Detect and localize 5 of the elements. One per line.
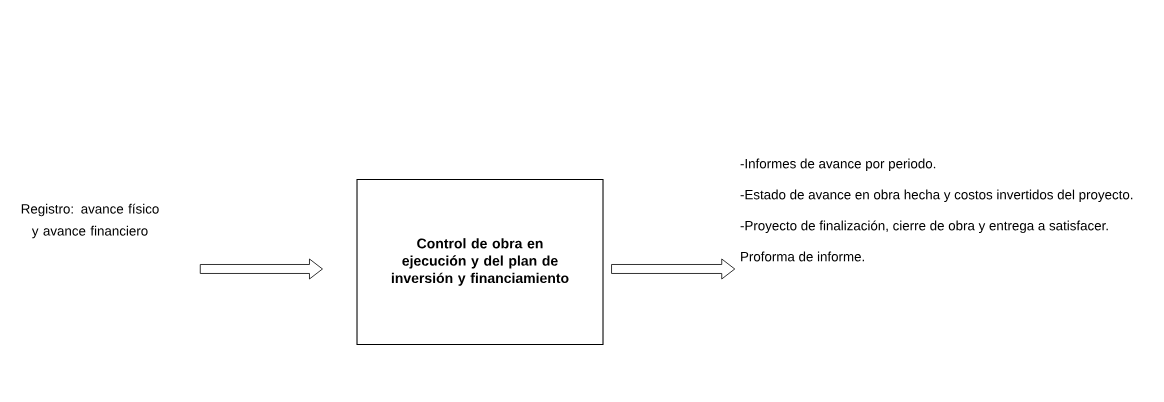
input-text: Registro: avance físico y avance financiero — [21, 203, 159, 239]
process-box: Control de obra en ejecución y del plan de inversión y financiamiento — [356, 178, 604, 346]
output-list: -Informes de avance por periodo. -Estado de avance en obra hecha y costos invertidos del proyecto. -Proyecto de finalización, cierre de obra y entrega a satisfacer. Proforma de informe. — [740, 158, 1133, 262]
block-arrow — [199, 258, 323, 280]
block-arrow — [611, 258, 736, 280]
